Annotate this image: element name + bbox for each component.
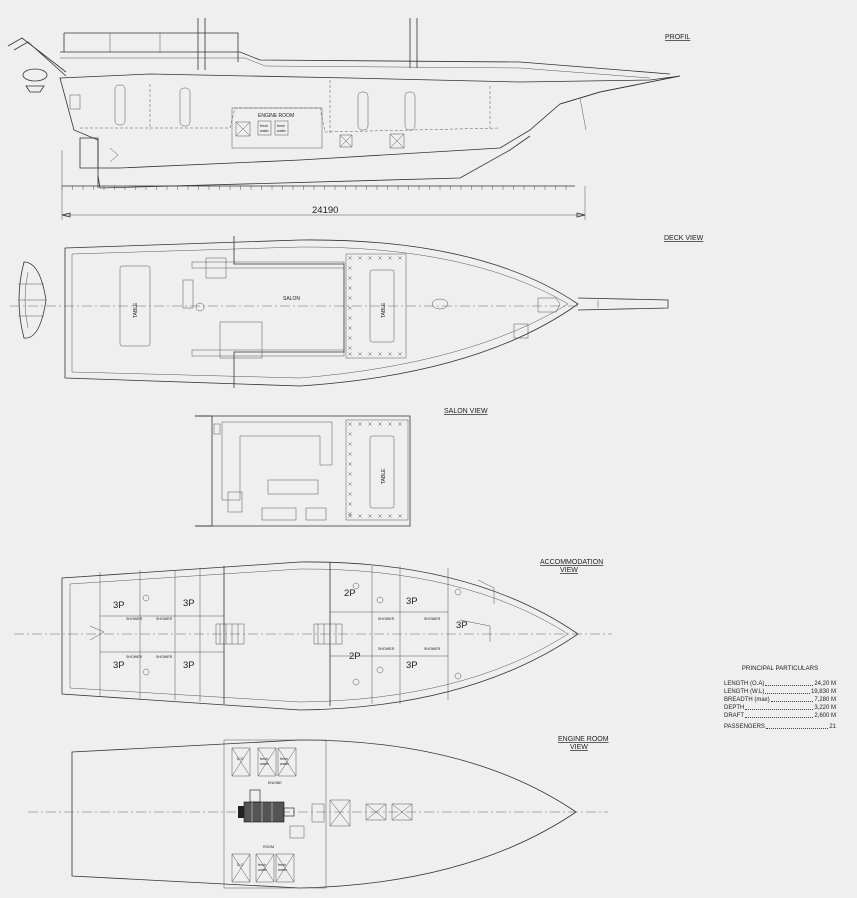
stern-ladder bbox=[7, 37, 67, 77]
engine-label: ENGINE bbox=[268, 781, 282, 785]
salon-label: SALON bbox=[283, 296, 300, 302]
svg-text:water: water bbox=[280, 762, 290, 766]
svg-text:SHOWER: SHOWER bbox=[378, 617, 395, 621]
cabin-3p-mid-stbd: 3P bbox=[183, 660, 195, 671]
svg-text:D.O: D.O bbox=[237, 863, 244, 867]
deck-view: DECK VIEW TABLE SALON TABLE bbox=[10, 235, 704, 388]
forward-deck-zone bbox=[345, 253, 407, 359]
svg-text:water: water bbox=[260, 129, 270, 133]
engine-compartment bbox=[223, 739, 327, 889]
engine-room-view: ENGINE ROOM VIEW ENGINE ROOM D.O fresh w… bbox=[28, 736, 609, 889]
cabin-3p-aft-stbd: 3P bbox=[113, 660, 125, 671]
svg-text:water: water bbox=[258, 868, 268, 872]
aft-table bbox=[119, 265, 151, 347]
cabin-3p-mid-port: 3P bbox=[183, 598, 195, 609]
svg-text:SHOWER: SHOWER bbox=[424, 647, 441, 651]
engine-room-profile bbox=[231, 107, 323, 149]
svg-text:TABLE: TABLE bbox=[133, 302, 139, 318]
svg-text:water: water bbox=[260, 762, 270, 766]
cabin-3p-aft-port: 3P bbox=[113, 600, 125, 611]
svg-text:fresh: fresh bbox=[277, 124, 285, 128]
particulars-row: LENGTH (W.L)19,830 M bbox=[724, 689, 836, 695]
svg-text:fresh: fresh bbox=[278, 863, 286, 867]
forward-table bbox=[369, 269, 395, 343]
keel-line bbox=[97, 135, 531, 189]
accommodation-outline bbox=[61, 561, 579, 711]
do-tank-label: D.O bbox=[237, 757, 244, 761]
engine-room-label: ENGINE ROOM bbox=[258, 113, 294, 119]
salon-view: SALON VIEW TABLE bbox=[195, 408, 488, 527]
accommodation-view: ACCOMMODATION VIEW 3P 3P 3P 3P 2P 2P 3P … bbox=[14, 559, 612, 711]
deck-outline bbox=[64, 239, 579, 387]
tender bbox=[18, 261, 47, 339]
particulars-row: LENGTH (O.A)24,20 M bbox=[724, 681, 836, 687]
accommodation-title-2: VIEW bbox=[560, 567, 578, 574]
profile-view: PROFIL ENGINE ROOM bbox=[7, 18, 690, 220]
svg-text:fresh: fresh bbox=[280, 757, 288, 761]
room-label: ROOM bbox=[263, 845, 274, 849]
engine-title-2: VIEW bbox=[570, 744, 588, 751]
svg-text:SHOWER: SHOWER bbox=[378, 647, 395, 651]
svg-text:SHOWER: SHOWER bbox=[156, 655, 173, 659]
accommodation-title-1: ACCOMMODATION bbox=[540, 559, 603, 566]
deck-fittings bbox=[348, 256, 402, 356]
svg-text:SHOWER: SHOWER bbox=[156, 617, 173, 621]
salon-table bbox=[369, 435, 395, 509]
salon-title: SALON VIEW bbox=[444, 408, 488, 415]
cabin-2p-port: 2P bbox=[344, 588, 356, 599]
lower-deck-line bbox=[80, 107, 501, 133]
svg-text:fresh: fresh bbox=[258, 863, 266, 867]
salon-outline bbox=[195, 415, 411, 527]
principal-particulars: PRINCIPAL PARTICULARS LENGTH (O.A)24,20 … bbox=[724, 665, 836, 731]
tender-stern bbox=[22, 68, 48, 82]
hull-profile bbox=[59, 73, 681, 169]
svg-text:TABLE: TABLE bbox=[381, 468, 387, 484]
svg-text:water: water bbox=[278, 868, 288, 872]
svg-text:fresh: fresh bbox=[260, 757, 268, 761]
main-engine bbox=[238, 789, 295, 823]
upper-rail bbox=[60, 51, 671, 75]
svg-text:TABLE: TABLE bbox=[381, 302, 387, 318]
cabin-2p-stbd: 2P bbox=[349, 651, 361, 662]
svg-text:fresh: fresh bbox=[260, 124, 268, 128]
cabin-3p-bow: 3P bbox=[456, 620, 468, 631]
cabin-3p-fwd-port: 3P bbox=[406, 596, 418, 607]
bowsprit bbox=[559, 75, 681, 105]
deck-title: DECK VIEW bbox=[664, 235, 704, 242]
deck-bowsprit bbox=[577, 297, 669, 311]
svg-text:SHOWER: SHOWER bbox=[126, 655, 143, 659]
canopy bbox=[63, 32, 239, 62]
shower-label: SHOWER bbox=[126, 617, 143, 621]
profil-title: PROFIL bbox=[665, 34, 690, 41]
particulars-row: BREADTH (max)7,280 M bbox=[724, 697, 836, 703]
rudder bbox=[79, 137, 99, 169]
particulars-title: PRINCIPAL PARTICULARS bbox=[741, 665, 819, 672]
engine-title-1: ENGINE ROOM bbox=[558, 736, 609, 743]
svg-text:SHOWER: SHOWER bbox=[424, 617, 441, 621]
cabin-3p-fwd-stbd: 3P bbox=[406, 660, 418, 671]
length-dimension: 24190 bbox=[312, 205, 338, 216]
svg-text:water: water bbox=[277, 129, 287, 133]
salon-settee bbox=[221, 421, 333, 501]
